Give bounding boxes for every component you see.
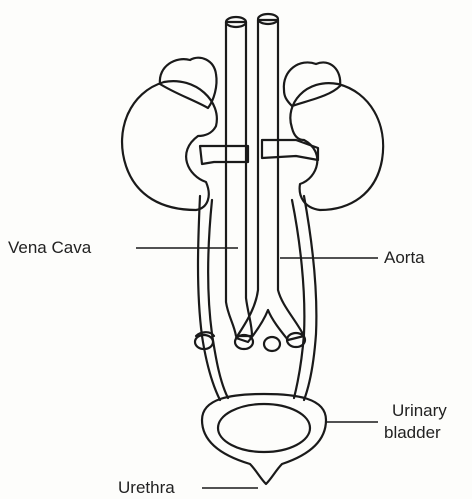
urinary-bladder-inner xyxy=(218,404,310,452)
vena-cava-label: Vena Cava xyxy=(8,238,92,257)
urinary-bladder-label-line2: bladder xyxy=(384,423,441,442)
vena-cava xyxy=(226,22,252,336)
right-ureter-inner xyxy=(292,200,304,398)
vena-cava-right-iliac-end xyxy=(264,337,280,351)
left-renal-vessel xyxy=(200,146,248,164)
aorta-label: Aorta xyxy=(384,248,425,267)
urinary-bladder-outer xyxy=(202,394,326,484)
urethra-label: Urethra xyxy=(118,478,175,497)
right-ureter xyxy=(304,196,316,400)
urinary-bladder-label-line1: Urinary xyxy=(392,401,447,420)
